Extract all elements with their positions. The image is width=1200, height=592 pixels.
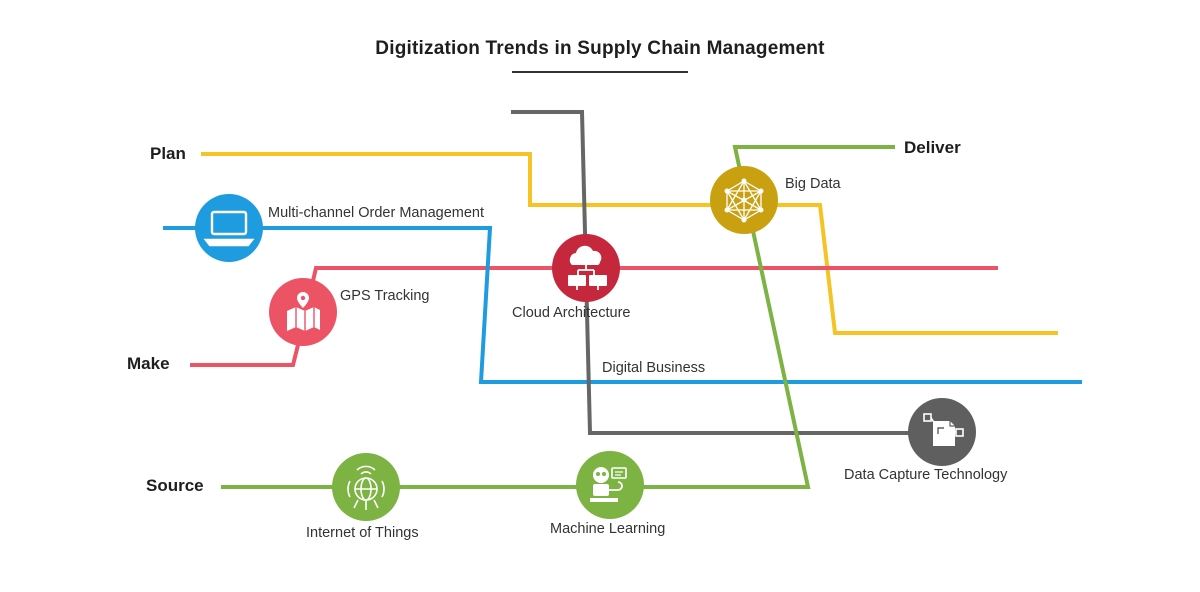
page-title: Digitization Trends in Supply Chain Mana… bbox=[375, 38, 825, 59]
node-iot bbox=[332, 453, 400, 521]
node-cloud bbox=[552, 234, 620, 302]
node-datacapture bbox=[908, 398, 976, 466]
source-line bbox=[221, 145, 895, 489]
stage-label-plan: Plan bbox=[150, 144, 186, 163]
label-bigdata: Big Data bbox=[785, 176, 841, 192]
globe-wireless-icon bbox=[347, 465, 385, 510]
label-iot: Internet of Things bbox=[306, 525, 419, 541]
network-mesh-icon bbox=[724, 178, 764, 223]
label-cloud: Cloud Architecture bbox=[512, 305, 631, 321]
label-gps: GPS Tracking bbox=[340, 288, 430, 304]
laptop-icon bbox=[203, 210, 255, 247]
label-ml: Machine Learning bbox=[550, 521, 666, 537]
node-gps bbox=[269, 278, 337, 346]
node-bigdata bbox=[710, 166, 778, 234]
stage-label-deliver: Deliver bbox=[904, 138, 961, 157]
robot-icon bbox=[590, 467, 627, 502]
stage-label-make: Make bbox=[127, 354, 170, 373]
title-underline bbox=[512, 71, 688, 73]
label-digital-business: Digital Business bbox=[602, 360, 706, 376]
map-pin-icon bbox=[287, 292, 320, 331]
order-line bbox=[163, 226, 1082, 384]
plan-line bbox=[201, 152, 1058, 335]
stage-label-source: Source bbox=[146, 476, 204, 495]
node-ml bbox=[576, 451, 644, 519]
node-multichannel bbox=[195, 194, 263, 262]
label-datacapture: Data Capture Technology bbox=[844, 467, 1008, 483]
label-multichannel: Multi-channel Order Management bbox=[268, 205, 484, 221]
cloud-network-icon bbox=[568, 245, 607, 290]
document-flow-icon bbox=[923, 413, 964, 446]
